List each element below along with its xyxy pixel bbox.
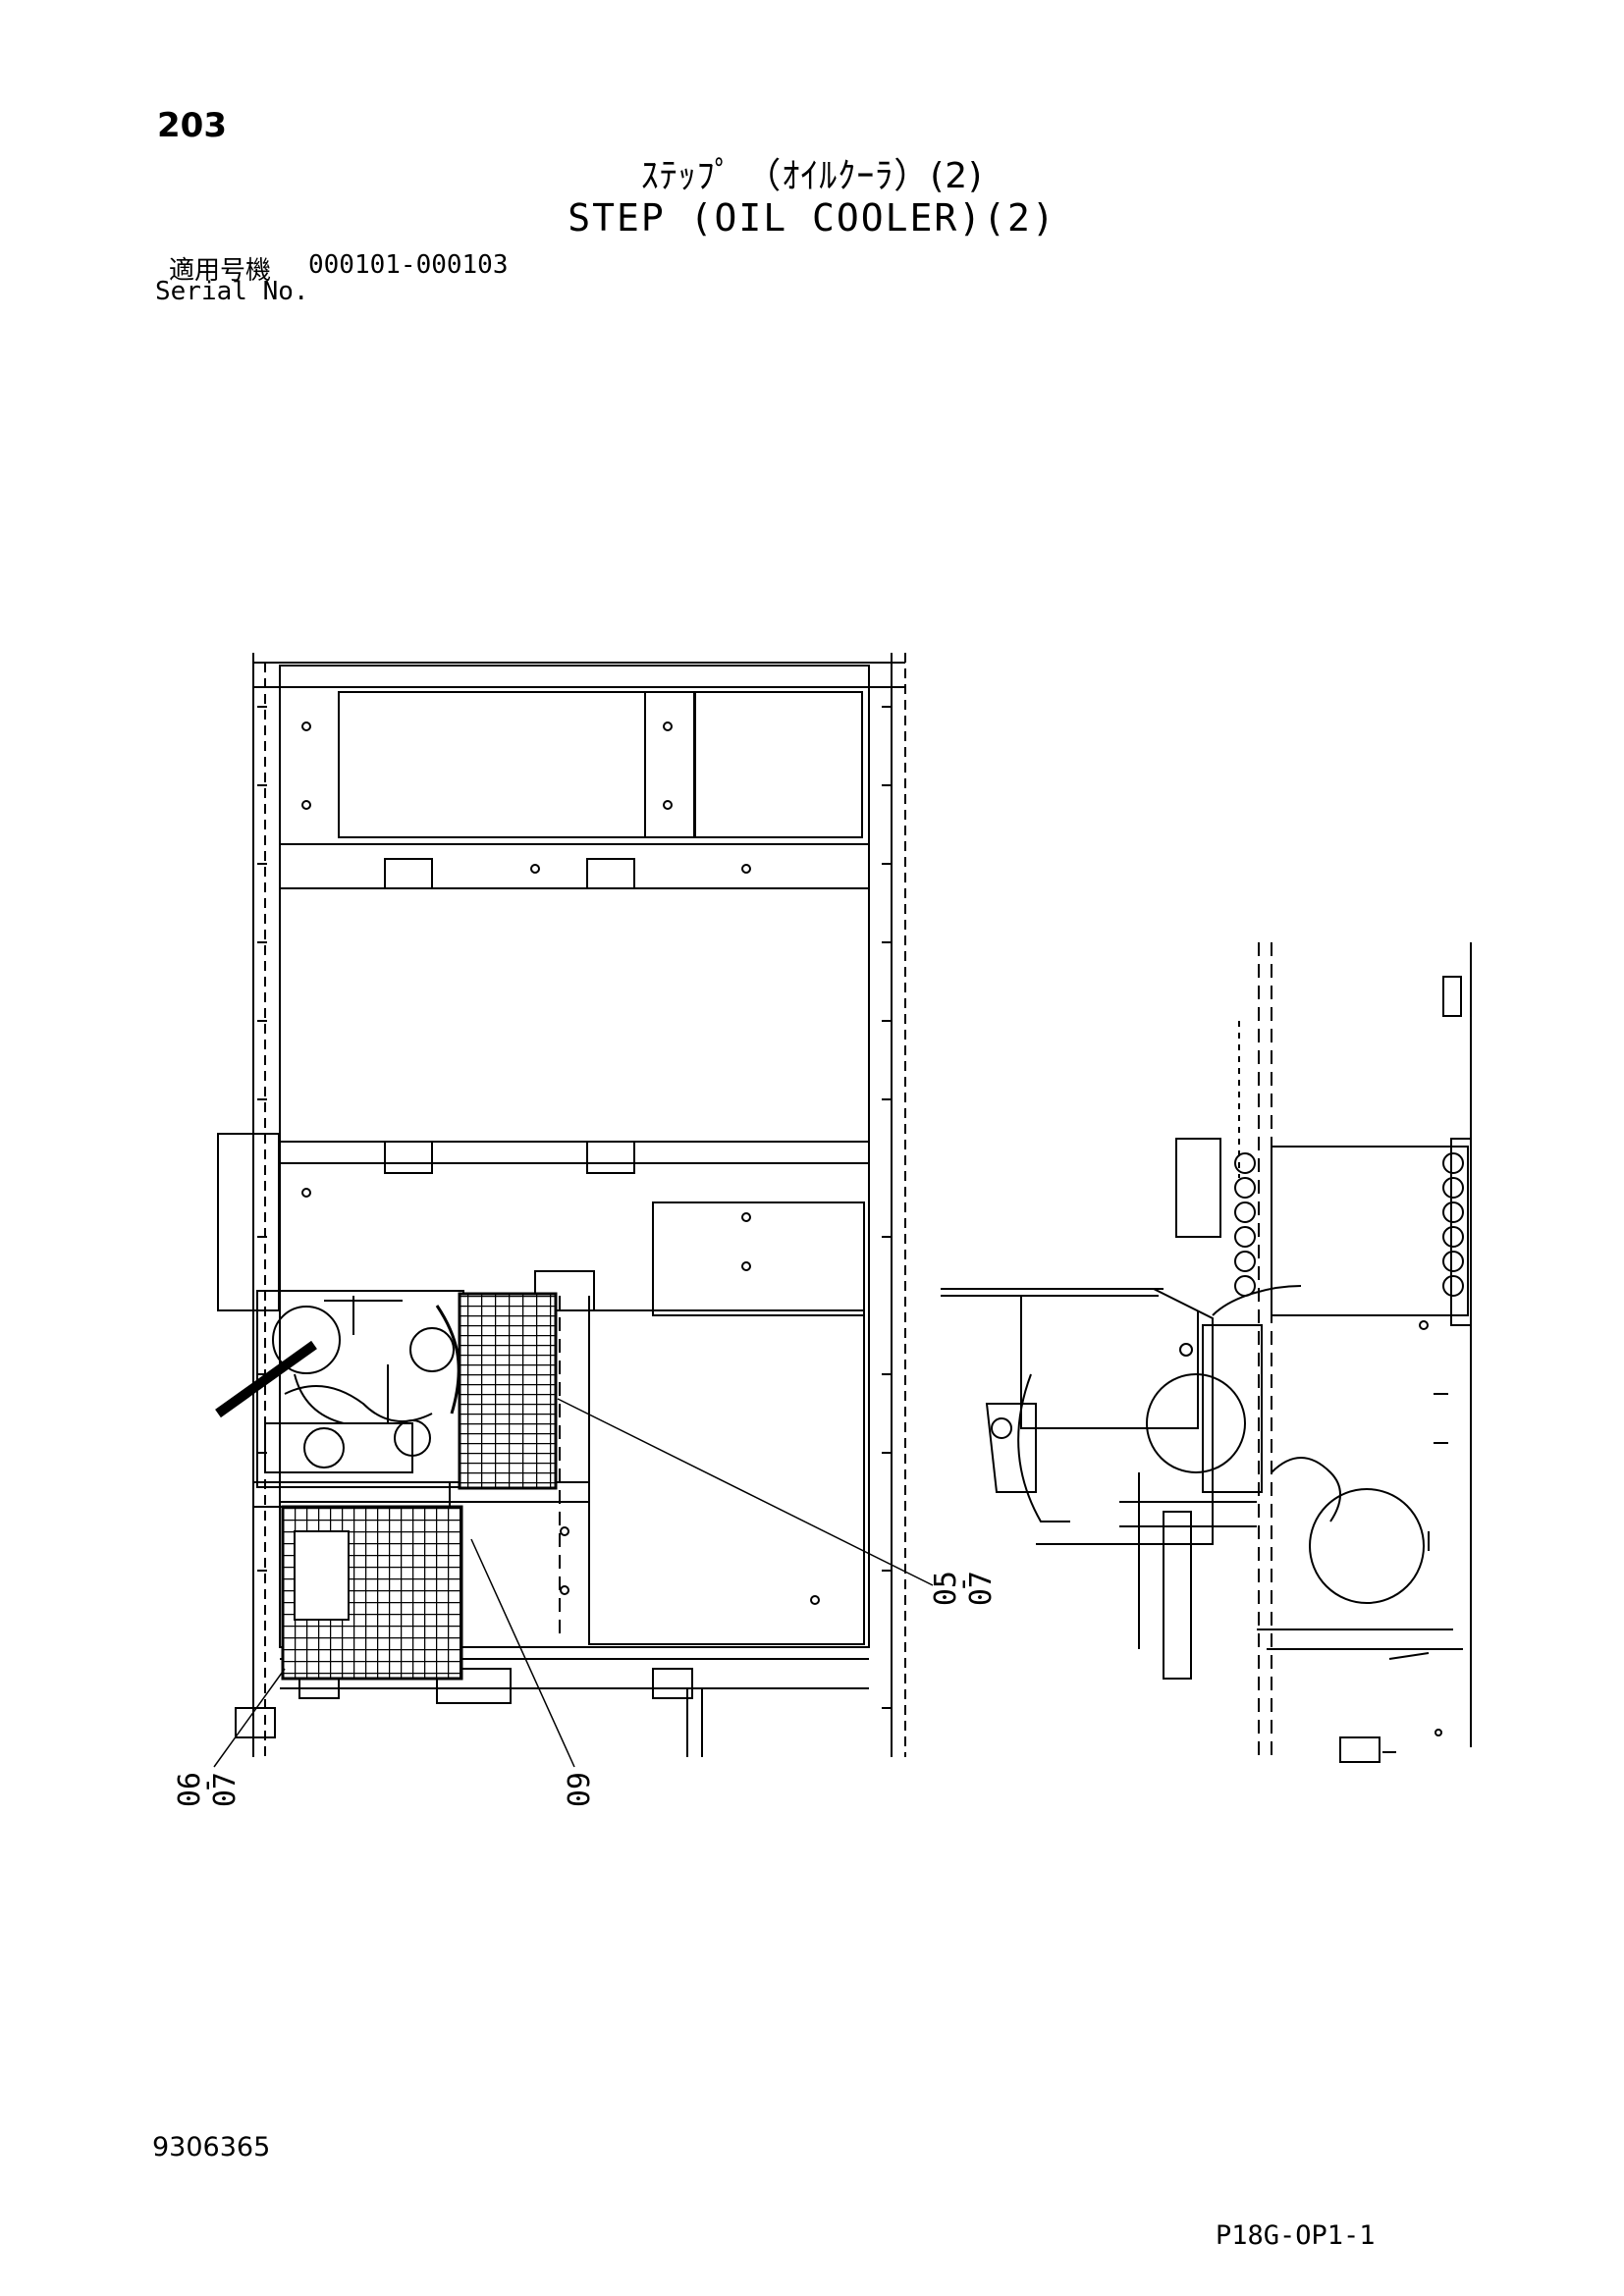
document-number: 9306365 (152, 2132, 271, 2163)
callout-06-07: 06 - 07 (173, 1772, 243, 1807)
callout-05-07-dash: - (946, 1575, 980, 1593)
callout-09: 09 (563, 1772, 597, 1807)
callout-06-07-top: 06 (173, 1772, 207, 1807)
upper-grate (458, 1292, 558, 1490)
side-view (941, 942, 1472, 1763)
side-view-coils (1234, 1152, 1464, 1297)
leader-lines (213, 1398, 934, 1768)
callout-06-07-bottom: 07 (208, 1772, 243, 1807)
serial-range: 000101-000103 (308, 250, 509, 280)
serial-label-english: Serial No. (155, 277, 309, 306)
callout-05-07-top: 05 (929, 1571, 963, 1606)
title-japanese: ｽﾃｯﾌﾟ （ｵｲﾙｸｰﾗ）(2) (640, 156, 984, 196)
callout-09-label: 09 (563, 1772, 597, 1807)
page-number: 203 (157, 106, 227, 145)
sheet-code: P18G-OP1-1 (1216, 2220, 1376, 2251)
title-english: STEP (OIL COOLER)(2) (568, 196, 1056, 240)
callout-05-07: 05 - 07 (929, 1571, 999, 1606)
callout-06-07-dash: - (189, 1777, 224, 1794)
serial-label-japanese: 適用号機 (169, 256, 272, 286)
lower-grate (281, 1505, 463, 1681)
callout-05-07-bottom: 07 (964, 1571, 999, 1606)
